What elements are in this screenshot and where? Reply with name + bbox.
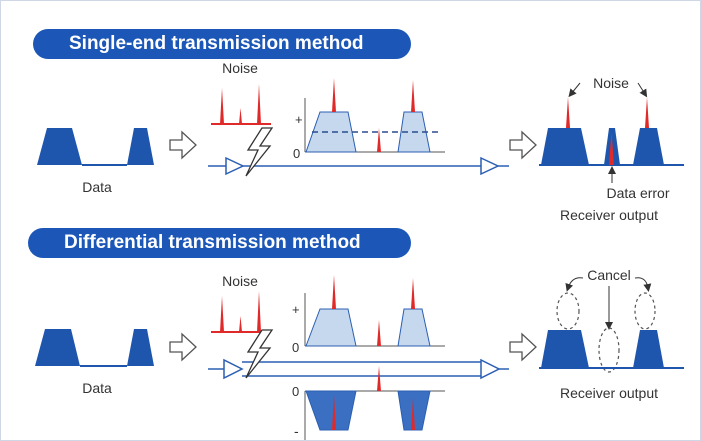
data-error-label: Data error: [606, 185, 669, 201]
single-noisy-signal: [305, 78, 442, 153]
single-output-arrow-icon: [509, 130, 537, 160]
input-pulse-2: [127, 128, 154, 165]
single-zero-label: 0: [293, 146, 300, 161]
diff-data-label: Data: [82, 380, 112, 396]
diff-transmission-lines: [208, 358, 509, 380]
diff-zero-bottom-label: 0: [292, 384, 299, 399]
diff-lightning-icon: [245, 329, 274, 379]
single-receiver-icon: [480, 156, 500, 176]
diff-negative-signal: [305, 366, 431, 431]
diff-plus-label: +: [292, 302, 300, 317]
diff-output-arrow-icon: [509, 332, 537, 362]
diff-input-arrow-icon: [169, 332, 197, 362]
diff-driver-icon: [223, 358, 244, 380]
diff-receiver-output: [539, 292, 684, 373]
diff-receiver-output-label: Receiver output: [560, 385, 658, 401]
single-plus-label: +: [295, 112, 303, 127]
single-end-title: Single-end transmission method: [33, 29, 411, 59]
diff-receiver-icon: [480, 358, 501, 380]
diff-input-pulses: [35, 329, 154, 367]
single-noise-spikes: [211, 84, 271, 125]
diff-noise-spikes: [211, 291, 271, 333]
diff-noise-label: Noise: [222, 273, 258, 289]
diff-zero-top-label: 0: [292, 340, 299, 355]
cancel-label: Cancel: [587, 267, 631, 283]
single-input-pulses: [37, 128, 154, 166]
single-driver-icon: [225, 156, 245, 176]
diff-minus-label: -: [294, 423, 299, 439]
single-data-label: Data: [82, 179, 112, 195]
diff-positive-signal: [305, 275, 431, 347]
single-receiver-output: [539, 97, 684, 166]
single-noise-label: Noise: [222, 60, 258, 76]
single-transmission-line: [208, 156, 509, 176]
differential-title: Differential transmission method: [28, 228, 411, 258]
input-pulse-1: [37, 128, 82, 165]
single-lightning-icon: [245, 127, 274, 177]
single-receiver-output-label: Receiver output: [560, 207, 658, 223]
single-input-arrow-icon: [169, 130, 197, 160]
single-out-noise-label: Noise: [593, 75, 629, 91]
